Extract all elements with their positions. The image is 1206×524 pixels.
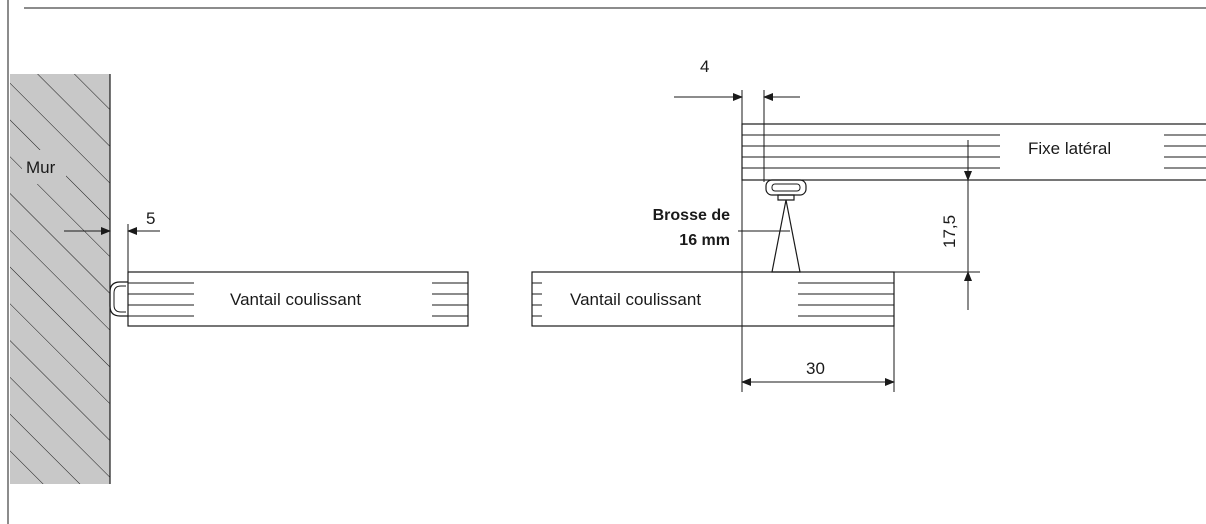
dimension-brush-height: 17,5 — [808, 140, 980, 310]
wall: Mur — [10, 74, 111, 484]
brush-label-line1: Brosse de — [653, 207, 730, 224]
dimension-wall-gap: 5 — [64, 209, 160, 272]
leaf-left-label: Vantail coulissant — [230, 290, 361, 309]
leaf-right-body — [531, 271, 895, 327]
leaf-left-body — [127, 271, 469, 327]
brush-bristles — [771, 194, 801, 273]
sliding-leaf-right: Vantail coulissant — [531, 271, 895, 327]
wall-seal-inner — [113, 285, 126, 313]
wall-hatch — [10, 74, 110, 484]
dim-label-overlap: 30 — [806, 359, 825, 378]
wall-seal-profile — [109, 281, 128, 317]
sliding-leaf-left: Vantail coulissant — [109, 271, 469, 327]
dim-label-brush-offset: 4 — [700, 57, 709, 76]
brush-label-line2: 16 mm — [679, 232, 730, 249]
fixed-panel-label: Fixe latéral — [1028, 139, 1111, 158]
fixed-side-panel: Fixe latéral — [741, 123, 1206, 181]
leaf-right-label: Vantail coulissant — [570, 290, 701, 309]
dimension-brush-offset: 4 — [674, 57, 800, 272]
dimension-overlap: 30 — [741, 326, 895, 392]
fixed-panel-body — [741, 123, 1206, 181]
dim-label-wall-gap: 5 — [146, 209, 155, 228]
brush-seal: Brosse de 16 mm — [653, 179, 807, 273]
brush-holder-inner — [771, 183, 801, 192]
wall-label-bg — [22, 150, 66, 184]
wall-label: Mur — [26, 158, 56, 177]
dim-label-brush-height: 17,5 — [940, 215, 959, 248]
